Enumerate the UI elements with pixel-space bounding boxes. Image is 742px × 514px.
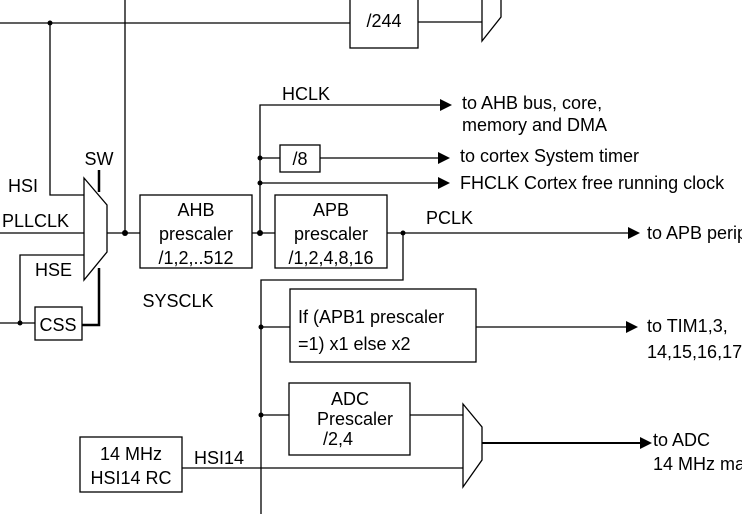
- hsi-label: HSI: [8, 176, 38, 196]
- junction-dot: [17, 320, 23, 326]
- junction-dot: [257, 180, 263, 186]
- pclk-label: PCLK: [426, 208, 473, 228]
- div8-block: [279, 144, 321, 173]
- adc-mux: [462, 402, 483, 490]
- adc-line1: ADC: [331, 389, 369, 409]
- div244-block: [349, 0, 419, 49]
- out-tim-line1: to TIM1,3,: [647, 316, 728, 336]
- apb-line1: APB: [313, 200, 349, 220]
- junction-dot: [257, 230, 263, 236]
- div8-label: /8: [292, 149, 307, 169]
- adc-line2: Prescaler: [317, 409, 393, 429]
- ahb-line2: prescaler: [159, 224, 233, 244]
- timer-line2: =1) x1 else x2: [298, 334, 411, 354]
- junction-dot: [257, 155, 263, 161]
- pclk-down-bus: [260, 233, 404, 514]
- junction-dot: [258, 412, 264, 418]
- arrow-icon: [438, 177, 450, 189]
- apb-prescaler-block: [274, 194, 388, 269]
- out-tim-line2: 14,15,16,17: [647, 342, 742, 362]
- timer-multiplier-block: [289, 288, 477, 363]
- adc-line3: /2,4: [323, 429, 353, 449]
- out-apb: to APB peripherals: [647, 223, 742, 243]
- ahb-prescaler-block: [139, 194, 253, 269]
- arrow-icon: [438, 152, 450, 164]
- out-ahb-line2: memory and DMA: [462, 115, 607, 135]
- timer-line1: If (APB1 prescaler: [298, 307, 444, 327]
- out-fhclk: FHCLK Cortex free running clock: [460, 173, 725, 193]
- apb-line3: /1,2,4,8,16: [288, 248, 373, 268]
- hclk-label: HCLK: [282, 84, 330, 104]
- hsi14-rc-block: [79, 436, 183, 493]
- pllclk-label: PLLCLK: [2, 211, 69, 231]
- ahb-line1: AHB: [177, 200, 214, 220]
- sysclk-label: SYSCLK: [142, 291, 213, 311]
- arrow-icon: [626, 321, 638, 333]
- hsi14-label: HSI14: [194, 448, 244, 468]
- hsi-wire: [49, 23, 84, 196]
- out-systimer: to cortex System timer: [460, 146, 639, 166]
- hsi14-line2: HSI14 RC: [90, 468, 171, 488]
- sw-mux: [83, 176, 108, 282]
- apb-line2: prescaler: [294, 224, 368, 244]
- hse-label: HSE: [35, 260, 72, 280]
- adc-prescaler-block: [288, 382, 411, 456]
- css-wire: [82, 268, 101, 327]
- out-ahb-line1: to AHB bus, core,: [462, 93, 602, 113]
- junction-dot: [47, 20, 53, 26]
- hsi14-line1: 14 MHz: [100, 444, 162, 464]
- div244-label: /244: [366, 11, 401, 31]
- out-adc-line2: 14 MHz max: [653, 454, 742, 474]
- css-block: [34, 306, 83, 341]
- arrow-icon: [640, 437, 652, 449]
- css-label: CSS: [39, 315, 76, 335]
- out-adc-line1: to ADC: [653, 430, 710, 450]
- ahb-line3: /1,2,..512: [158, 248, 233, 268]
- arrow-icon: [440, 99, 452, 111]
- junction-dot: [258, 324, 264, 330]
- sw-label: SW: [85, 149, 114, 169]
- hse-wire: [19, 254, 84, 323]
- junction-dot: [122, 230, 128, 236]
- arrow-icon: [628, 227, 640, 239]
- hclk-bus: [259, 104, 440, 233]
- top-mux: [481, 0, 502, 43]
